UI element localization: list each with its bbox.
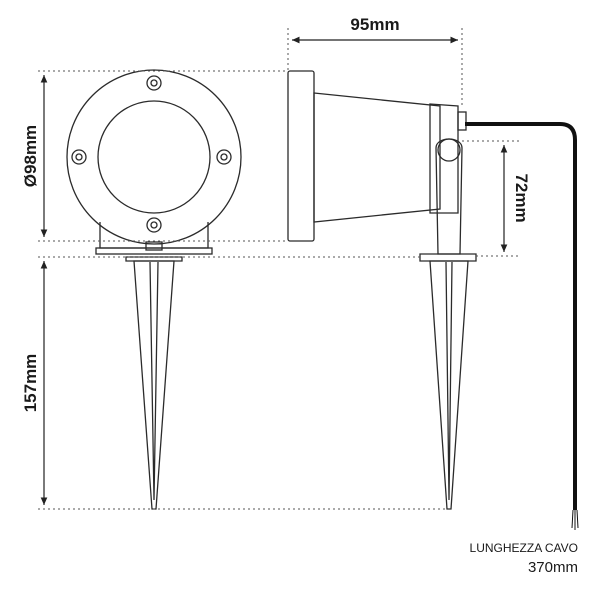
front-lens [97,100,211,214]
side-stake [429,260,469,510]
side-knob [437,138,461,162]
side-body [313,92,441,223]
diameter-label: Ø98mm [21,125,40,187]
front-view [66,69,242,510]
cable-length: 370mm [528,559,578,576]
cable-caption: LUNGHEZZA CAVO [470,541,578,555]
side-front-flange [287,70,315,242]
screw-icon [71,149,87,165]
screw-icon [146,217,162,233]
side-stake-collar [419,253,477,262]
side-cable-gland [457,111,467,131]
side-view [287,70,477,510]
stake-label: 157mm [21,354,40,413]
power-cable [465,122,577,510]
front-mount-plate [95,247,213,255]
side-arm [435,138,463,255]
front-mount-nut [145,241,163,251]
front-outer-ring [66,69,242,245]
front-stake [133,260,175,510]
screw-icon [146,75,162,91]
height-label: 72mm [512,173,531,222]
cable-end-wires [571,509,579,530]
width-label: 95mm [350,15,399,34]
screw-icon [216,149,232,165]
side-rear-ring [429,103,459,214]
